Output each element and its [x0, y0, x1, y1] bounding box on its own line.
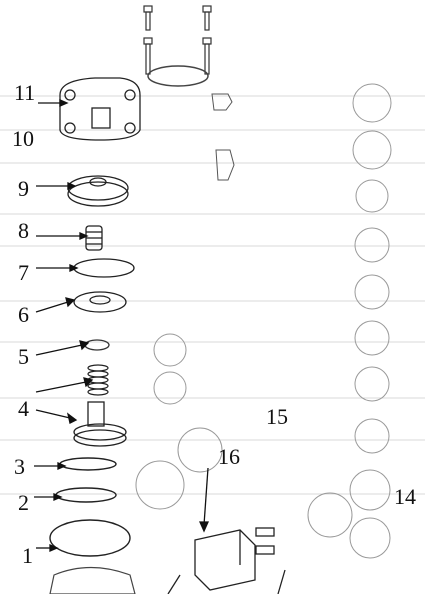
- background-hatching: [0, 95, 425, 495]
- top-bolts: [143, 5, 212, 75]
- part-8-spring: [85, 225, 103, 251]
- callout-14: 14: [394, 484, 416, 509]
- top-oring: [147, 65, 209, 87]
- callout-1: 1: [22, 543, 33, 568]
- part-3-ring: [59, 457, 117, 471]
- callout-6: 6: [18, 302, 29, 327]
- callout-9: 9: [18, 176, 29, 201]
- callout-3: 3: [14, 454, 25, 479]
- callout-10: 10: [12, 126, 34, 151]
- detail-circles: [135, 83, 392, 559]
- callout-5: 5: [18, 344, 29, 369]
- callout-4: 4: [18, 396, 29, 421]
- part-16-valve-block: [167, 527, 286, 594]
- callout-7: 7: [18, 260, 29, 285]
- part-9-disc: [67, 175, 129, 207]
- callout-11: 11: [14, 80, 36, 105]
- bottom-housing: [49, 566, 136, 594]
- part-4-piston: [73, 401, 127, 447]
- part-11-housing: [59, 77, 141, 141]
- part-2-ring: [55, 487, 117, 503]
- callout-2: 2: [18, 490, 29, 515]
- callout-8: 8: [18, 218, 29, 243]
- leader-arrows: [34, 99, 210, 552]
- callout-15: 15: [266, 404, 288, 429]
- part-7-ring: [73, 258, 135, 278]
- callout-16: 16: [218, 444, 240, 469]
- part-6-seat: [73, 291, 127, 313]
- side-fitting: [211, 93, 235, 181]
- part-1-gasket: [49, 519, 131, 557]
